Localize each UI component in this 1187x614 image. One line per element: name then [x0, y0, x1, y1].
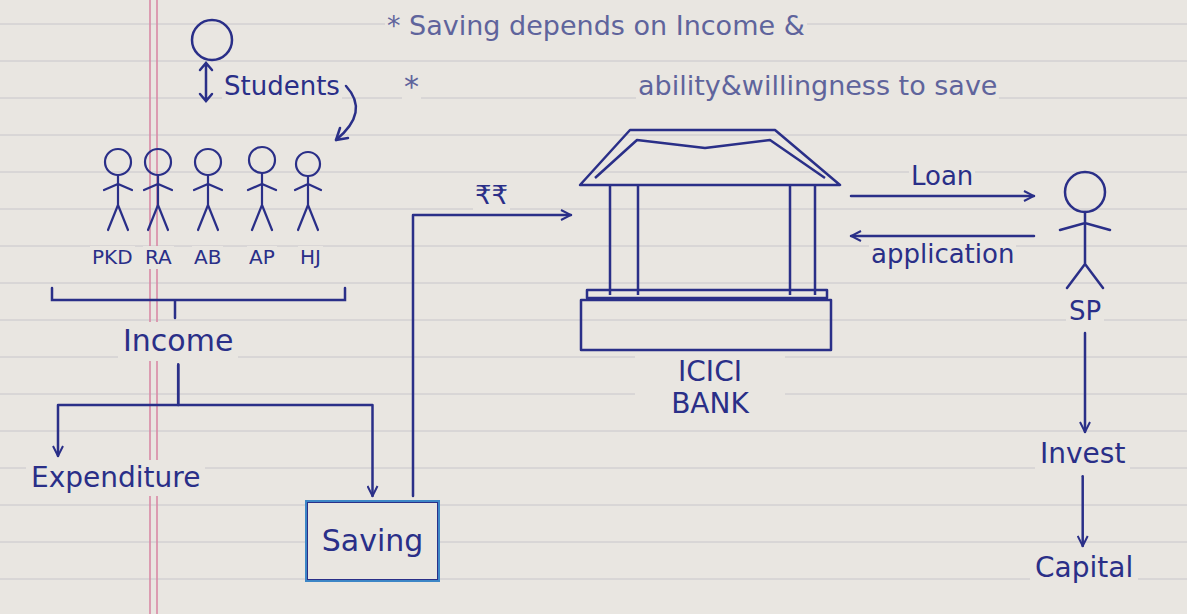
text-node: Expenditure — [26, 460, 205, 496]
figure-body — [104, 175, 132, 230]
rule-line — [0, 505, 1187, 506]
bank-drawing — [580, 130, 840, 350]
rule-line — [0, 320, 1187, 321]
rule-line — [0, 283, 1187, 284]
arrow-connector — [1084, 333, 1087, 432]
rule-line — [0, 542, 1187, 543]
text-node: Invest — [1035, 436, 1130, 472]
bank-step — [587, 290, 827, 298]
figure-head — [1065, 172, 1105, 212]
person-drawing — [1060, 172, 1110, 288]
text-node: Income — [118, 322, 238, 361]
edge-label: ₹₹ — [473, 181, 510, 211]
arrow-connector — [178, 365, 372, 497]
bank-outline — [575, 118, 845, 354]
bank-columns — [610, 185, 815, 295]
student-name: AB — [192, 246, 223, 269]
figure-body — [200, 63, 212, 101]
figure-head — [192, 20, 232, 60]
student-figures — [104, 147, 321, 230]
group-bracket — [52, 288, 345, 318]
note-text: * Saving depends on Income & — [385, 10, 807, 41]
rule-line — [0, 61, 1187, 62]
bank-roof — [580, 130, 840, 185]
figure-head — [105, 149, 131, 175]
margin-line — [156, 0, 158, 614]
arrow-connector — [1081, 476, 1084, 546]
margin-line — [149, 0, 151, 614]
arrow-connector — [58, 365, 178, 457]
node-text: Income — [123, 324, 233, 359]
arrow-connector — [851, 235, 1034, 238]
figure-body — [295, 176, 321, 230]
figure-body — [248, 173, 276, 230]
rule-line — [0, 579, 1187, 580]
figure-head — [249, 147, 275, 173]
figure-head — [296, 152, 320, 176]
rule-line — [0, 98, 1187, 99]
edge-label: Loan — [909, 162, 975, 192]
figure-label: Students — [222, 72, 342, 102]
figure-body — [194, 175, 222, 230]
student-name: RA — [143, 246, 174, 269]
figure-body — [1060, 212, 1110, 288]
node-text: Saving — [322, 524, 424, 559]
figure-head — [145, 149, 171, 175]
figure-head — [195, 149, 221, 175]
node-text: SP — [1066, 297, 1104, 327]
arrow-connector — [851, 195, 1034, 198]
rule-line — [0, 209, 1187, 210]
saving-box: Saving — [305, 500, 440, 582]
arrow-connector — [413, 215, 571, 496]
student-name: HJ — [298, 246, 323, 269]
edge-label: application — [869, 240, 1016, 270]
student-name: AP — [247, 246, 277, 269]
person-figure — [1040, 168, 1130, 294]
node-text: Expenditure — [31, 462, 200, 494]
node-text: Invest — [1040, 438, 1125, 470]
roof-inner-line — [595, 140, 825, 178]
arrow-head — [336, 128, 348, 140]
ruled-lines — [0, 24, 1187, 579]
person-node: SP — [1040, 168, 1130, 329]
bank-building: ICICI BANK — [575, 118, 845, 422]
rule-line — [0, 135, 1187, 136]
rule-line — [0, 431, 1187, 432]
note-star: * — [402, 70, 421, 105]
bank-base — [581, 300, 831, 350]
figure-body — [144, 175, 172, 230]
text-node: Capital — [1030, 550, 1138, 586]
student-name: PKD — [90, 246, 135, 269]
node-text: Capital — [1035, 552, 1133, 584]
node-text: ICICI BANK — [635, 356, 785, 420]
note-text: ability&willingness to save — [636, 70, 999, 101]
